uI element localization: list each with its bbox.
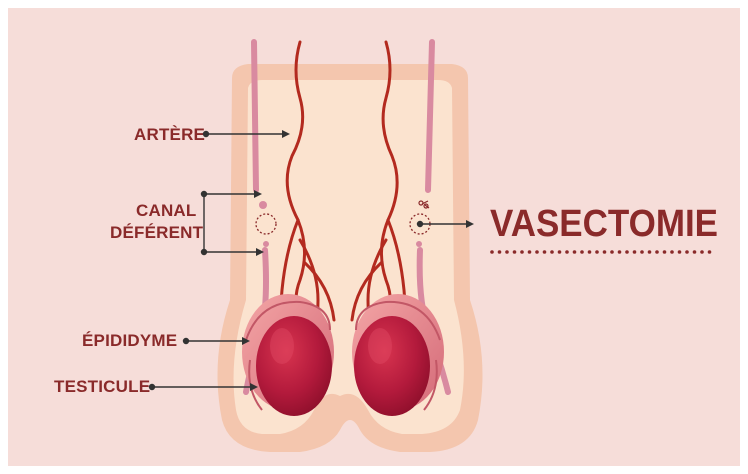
label-testicule: TESTICULE xyxy=(54,377,150,396)
underline-dot xyxy=(633,250,637,254)
underline-dot xyxy=(670,250,674,254)
testis-left xyxy=(256,316,332,416)
underline-dot xyxy=(610,250,614,254)
underline-dot xyxy=(700,250,704,254)
vas-cut-end-right-bottom xyxy=(416,241,422,247)
underline-dot xyxy=(618,250,622,254)
title-vasectomie: VASECTOMIE xyxy=(490,203,718,245)
underline-dot xyxy=(588,250,592,254)
underline-dot xyxy=(625,250,629,254)
underline-dot xyxy=(573,250,577,254)
label-epididyme: ÉPIDIDYME xyxy=(82,331,177,350)
underline-dot xyxy=(595,250,599,254)
label-artere: ARTÈRE xyxy=(134,125,205,144)
underline-dot xyxy=(678,250,682,254)
underline-dot xyxy=(603,250,607,254)
vas-cut-end-left-top xyxy=(259,201,267,209)
underline-dot xyxy=(580,250,584,254)
underline-dot xyxy=(663,250,667,254)
underline-dot xyxy=(520,250,524,254)
underline-dot xyxy=(543,250,547,254)
underline-dot xyxy=(535,250,539,254)
underline-dot xyxy=(528,250,532,254)
underline-dot xyxy=(505,250,509,254)
underline-dot xyxy=(648,250,652,254)
vas-cut-end-left-bottom xyxy=(263,241,269,247)
underline-dot xyxy=(498,250,502,254)
underline-dot xyxy=(693,250,697,254)
underline-dot xyxy=(550,250,554,254)
underline-dot xyxy=(565,250,569,254)
label-canal: CANAL xyxy=(136,201,197,220)
underline-dot xyxy=(685,250,689,254)
underline-dot xyxy=(490,250,494,254)
underline-dot xyxy=(708,250,712,254)
label-deferent: DÉFÉRENT xyxy=(110,223,204,242)
testis-right xyxy=(354,316,430,416)
underline-dot xyxy=(558,250,562,254)
underline-dot xyxy=(513,250,517,254)
underline-dot xyxy=(655,250,659,254)
underline-dot xyxy=(640,250,644,254)
